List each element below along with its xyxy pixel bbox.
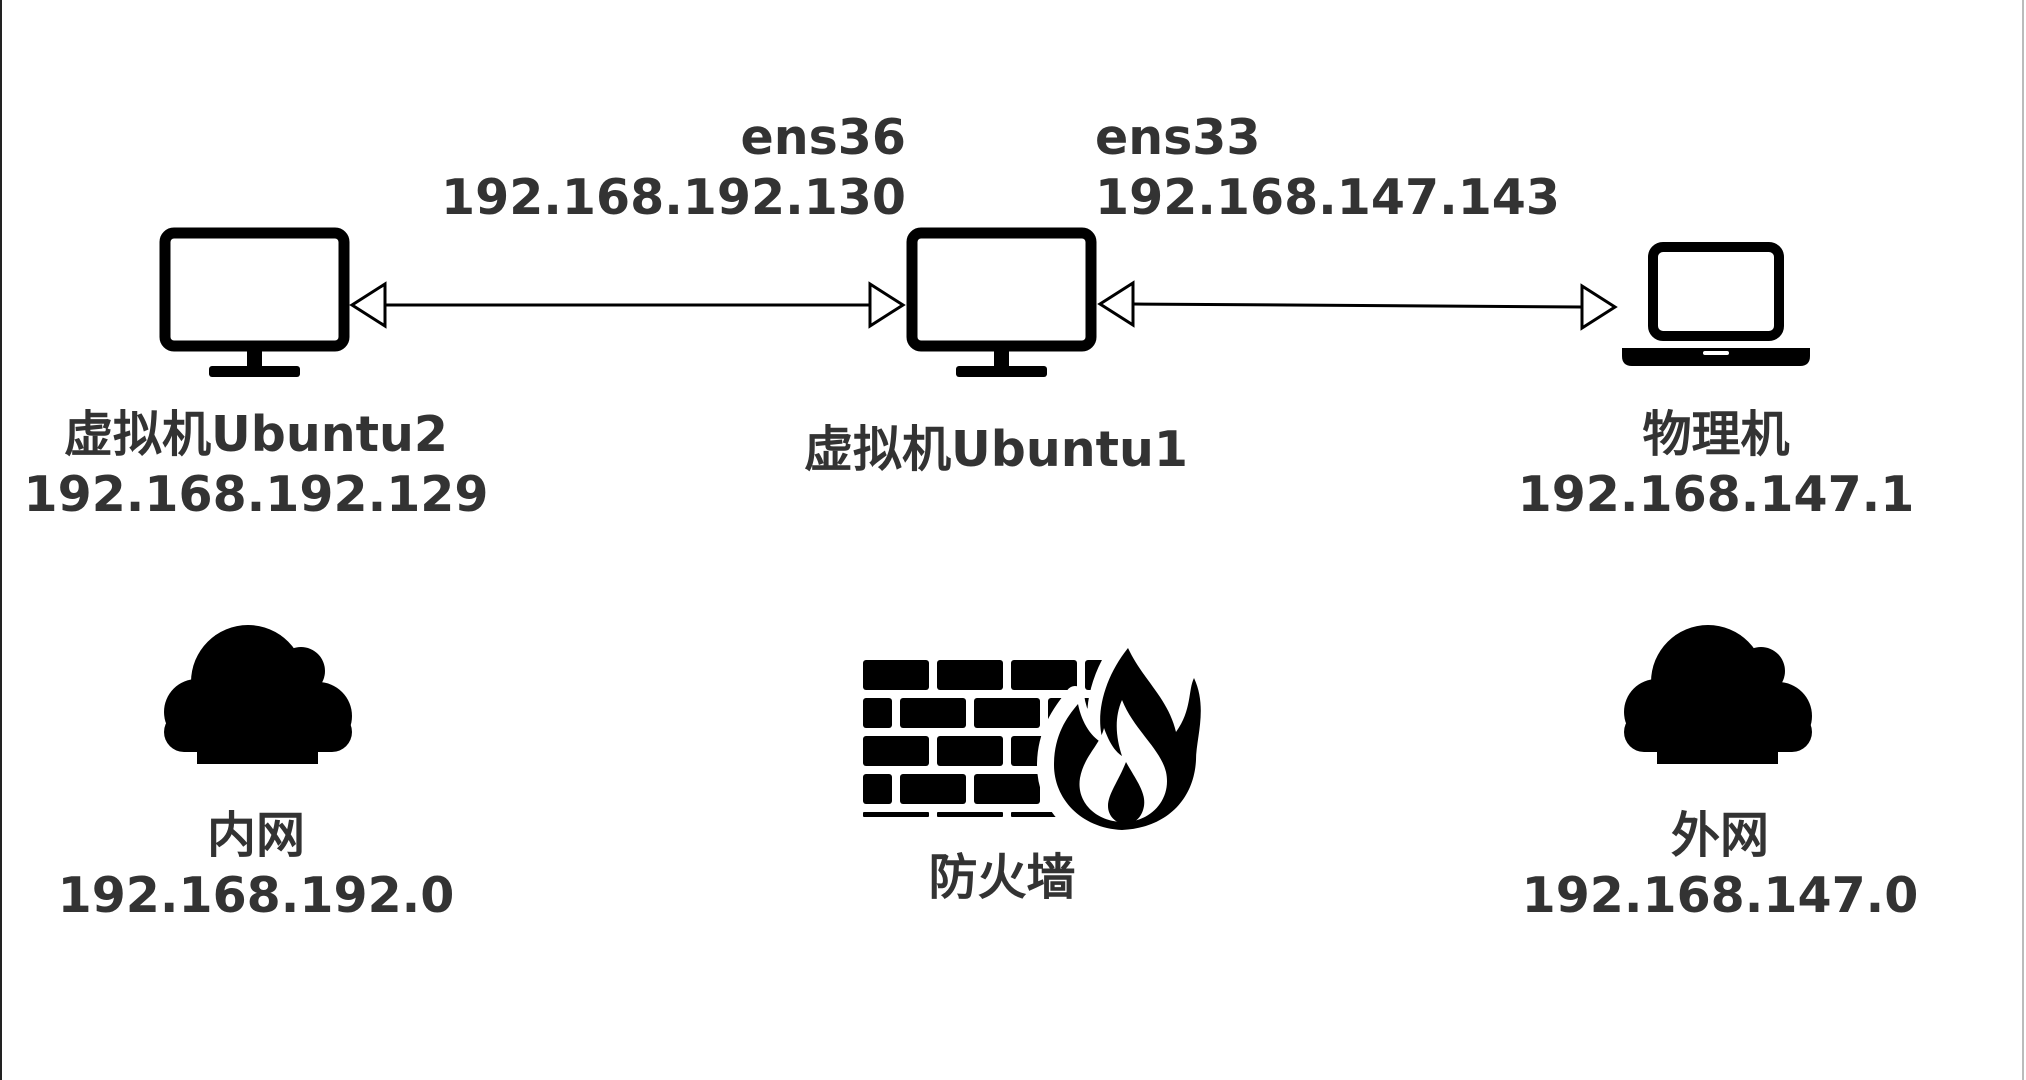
network-label-external: 外网 192.168.147.0 bbox=[1420, 806, 2020, 926]
node-label-physical: 物理机 192.168.147.1 bbox=[1416, 405, 2016, 525]
cloud-icon bbox=[164, 625, 352, 764]
monitor-icon bbox=[159, 227, 350, 377]
node-name: 虚拟机Ubuntu2 bbox=[63, 406, 449, 463]
interface-name: ens36 bbox=[740, 109, 906, 166]
node-name: 物理机 bbox=[1642, 406, 1790, 463]
network-label-internal: 内网 192.168.192.0 bbox=[0, 806, 556, 926]
network-label-firewall: 防火墙 bbox=[702, 848, 1302, 908]
firewall-icon bbox=[863, 629, 1216, 847]
interface-ip: 192.168.147.143 bbox=[1095, 169, 1560, 226]
arrowhead-left bbox=[349, 281, 387, 329]
node-label-ubuntu2: 虚拟机Ubuntu2 192.168.192.129 bbox=[0, 405, 556, 525]
monitor-icon bbox=[906, 227, 1097, 377]
network-ip: 192.168.147.0 bbox=[1521, 867, 1919, 924]
laptop-icon bbox=[1622, 242, 1810, 366]
arrowhead-right bbox=[1580, 283, 1618, 331]
network-name: 防火墙 bbox=[928, 849, 1076, 906]
arrowhead-left bbox=[1097, 280, 1135, 328]
interface-ip: 192.168.192.130 bbox=[441, 169, 906, 226]
flame-icon bbox=[1037, 629, 1216, 847]
interface-name: ens33 bbox=[1095, 109, 1261, 166]
frame-right-border bbox=[2022, 0, 2024, 1080]
frame-left-border bbox=[0, 0, 2, 1080]
network-ip: 192.168.192.0 bbox=[57, 867, 455, 924]
network-name: 内网 bbox=[206, 807, 305, 864]
cloud-icon bbox=[1624, 625, 1812, 764]
node-label-ubuntu1: 虚拟机Ubuntu1 bbox=[696, 420, 1296, 480]
node-name: 虚拟机Ubuntu1 bbox=[803, 421, 1189, 478]
network-name: 外网 bbox=[1670, 807, 1769, 864]
interface-label-ens33: ens33 192.168.147.143 bbox=[1095, 108, 1695, 228]
node-ip: 192.168.192.129 bbox=[23, 466, 489, 523]
connector-ubuntu1-physical bbox=[1097, 280, 1618, 331]
interface-label-ens36: ens36 192.168.192.130 bbox=[306, 108, 906, 228]
connector-ubuntu2-ubuntu1 bbox=[349, 281, 906, 329]
node-ip: 192.168.147.1 bbox=[1517, 466, 1915, 523]
arrowhead-right bbox=[868, 281, 906, 329]
